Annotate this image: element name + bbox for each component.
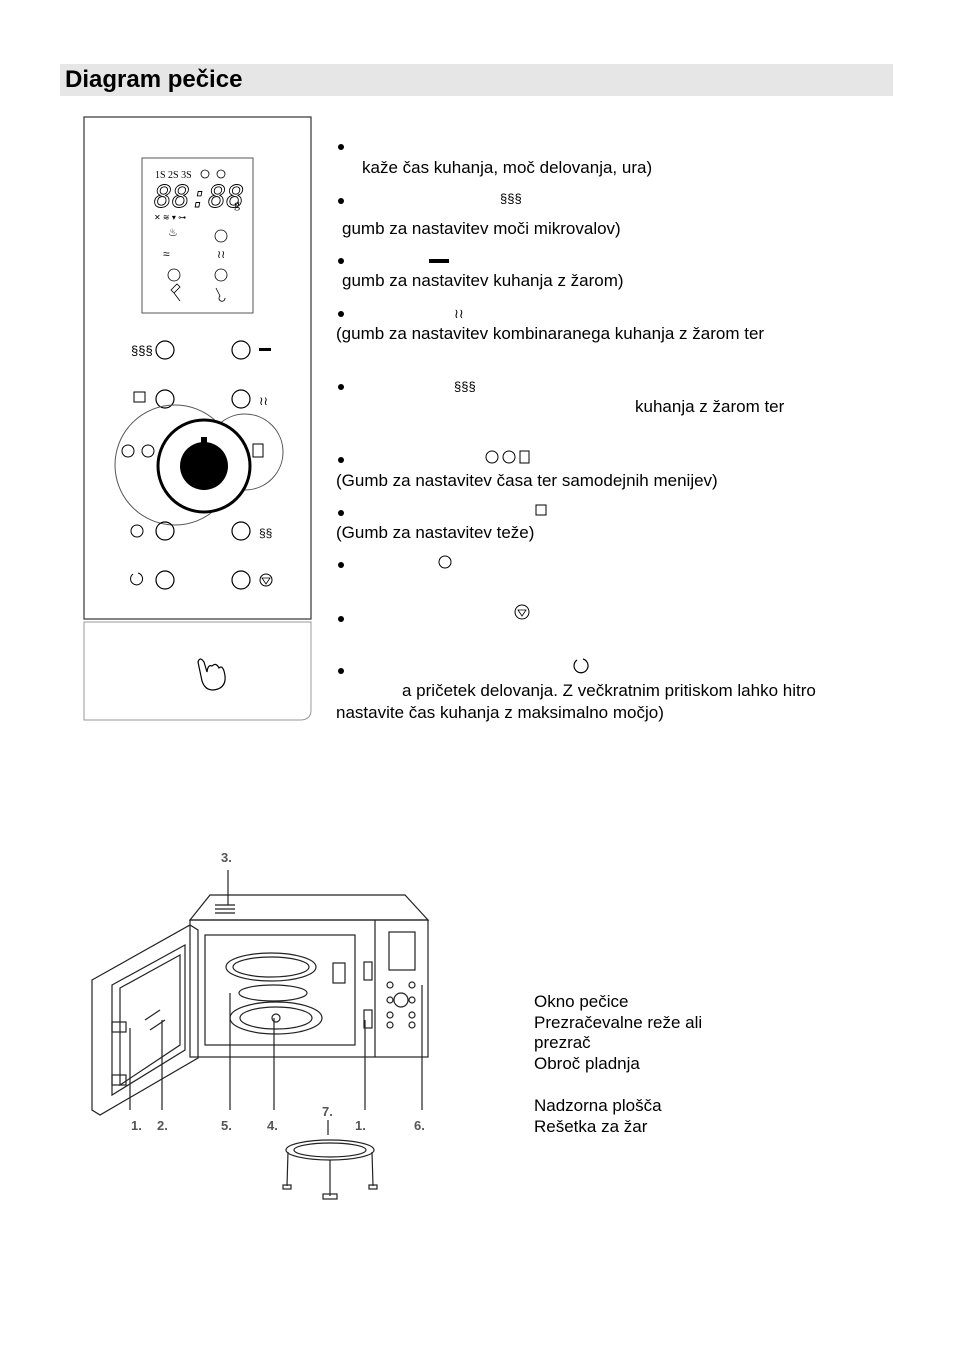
drumstick-icon bbox=[170, 283, 181, 302]
steam-icon: ≀≀ bbox=[217, 249, 225, 261]
legend-item: prezrač bbox=[534, 1033, 591, 1052]
clock-button bbox=[155, 521, 175, 541]
label-4: 4. bbox=[267, 1118, 278, 1133]
desc-clock-menu: (Gumb za nastavitev časa ter samodejnih … bbox=[336, 471, 718, 490]
bullet bbox=[338, 384, 344, 390]
start-icon bbox=[130, 572, 144, 586]
desc-microwave: gumb za nastavitev moči mikrovalov) bbox=[342, 219, 621, 238]
bullet bbox=[338, 668, 344, 674]
panel-frame bbox=[83, 116, 312, 620]
door-open-area bbox=[83, 621, 312, 721]
bullet bbox=[338, 311, 344, 317]
inline-combi-2-icon: §§§ bbox=[454, 379, 476, 394]
display-window bbox=[141, 157, 254, 314]
skewer-icon bbox=[215, 287, 226, 302]
stop-button bbox=[231, 570, 251, 590]
title-bar: Diagram pečice bbox=[60, 64, 893, 96]
display-top-labels: 1S 2S 3S bbox=[155, 170, 192, 181]
page-title: Diagram pečice bbox=[65, 66, 243, 93]
grill-icon bbox=[259, 348, 271, 351]
soup-icon: ♨ bbox=[168, 227, 178, 239]
grill-button bbox=[231, 340, 251, 360]
inline-microwave-icon: §§§ bbox=[500, 191, 522, 206]
oven-display bbox=[388, 931, 416, 971]
legend-item: Rešetka za žar bbox=[534, 1117, 648, 1136]
label-6: 6. bbox=[414, 1118, 425, 1133]
legend-item: Obroč pladnja bbox=[534, 1054, 640, 1073]
fish-icon: ≈ bbox=[163, 247, 170, 261]
inline-clock-set-icon bbox=[438, 555, 452, 569]
combi-2-icon: §§ bbox=[259, 526, 272, 540]
desc-combi-1: (gumb za nastavitev kombinaranega kuhanj… bbox=[336, 324, 765, 343]
pizza-icon bbox=[167, 268, 181, 282]
desc-display: kaže čas kuhanja, moč delovanja, ura) bbox=[362, 158, 653, 177]
display-digits: 88:88 bbox=[154, 180, 244, 215]
inline-start-icon bbox=[573, 658, 589, 674]
desc-combi-2: kuhanja z žarom ter bbox=[635, 397, 785, 416]
desc-grill: gumb za nastavitev kuhanja z žarom) bbox=[342, 271, 624, 290]
combi-2-button bbox=[231, 521, 251, 541]
inline-weight-icon bbox=[535, 504, 547, 516]
inline-timer-icon bbox=[502, 450, 516, 464]
inline-clock-icon bbox=[485, 450, 499, 464]
clock-set-icon bbox=[130, 524, 144, 538]
oven-illustration bbox=[91, 870, 430, 1200]
dial-pointer bbox=[201, 437, 207, 449]
legend-item: Okno pečice bbox=[534, 992, 629, 1011]
pizza-2-icon bbox=[214, 268, 228, 282]
microwave-power-icon: §§§ bbox=[131, 343, 153, 358]
potato-icon bbox=[214, 229, 228, 243]
bullet bbox=[338, 562, 344, 568]
bullet bbox=[338, 510, 344, 516]
label-1b: 1. bbox=[355, 1118, 366, 1133]
label-5: 5. bbox=[221, 1118, 232, 1133]
clock-icon bbox=[121, 444, 135, 458]
display-mode-icons: ✕ ≋ ▾ ⊶ bbox=[154, 213, 186, 222]
inline-stop-icon bbox=[514, 604, 530, 620]
inline-auto-menu-icon bbox=[519, 450, 530, 464]
timer-small-icon bbox=[216, 169, 226, 179]
legend-item: Nadzorna plošča bbox=[534, 1096, 662, 1115]
inline-grill-icon bbox=[429, 259, 449, 263]
label-1: 1. bbox=[131, 1118, 142, 1133]
display-unit: g bbox=[234, 197, 240, 211]
timer-icon bbox=[141, 444, 155, 458]
weight-button bbox=[155, 389, 175, 409]
inline-combi-1-icon: ≀≀ bbox=[454, 306, 464, 321]
desc-start-2: nastavite čas kuhanja z maksimalno močjo… bbox=[336, 703, 664, 722]
combi-1-button bbox=[231, 389, 251, 409]
bullet bbox=[338, 258, 344, 264]
stop-icon bbox=[259, 573, 273, 587]
desc-weight: (Gumb za nastavitev teže) bbox=[336, 523, 535, 542]
microwave-button bbox=[155, 340, 175, 360]
weight-icon bbox=[133, 391, 146, 403]
bullet bbox=[338, 198, 344, 204]
start-button bbox=[155, 570, 175, 590]
bullet bbox=[338, 457, 344, 463]
label-7: 7. bbox=[322, 1104, 333, 1119]
clock-small-icon bbox=[200, 169, 210, 179]
bullet bbox=[338, 616, 344, 622]
legend-item: Prezračevalne reže ali bbox=[534, 1013, 703, 1032]
bullet bbox=[338, 144, 344, 150]
auto-menu-icon bbox=[252, 443, 264, 458]
label-3: 3. bbox=[221, 850, 232, 865]
label-2: 2. bbox=[157, 1118, 168, 1133]
desc-start-1: a pričetek delovanja. Z večkratnim priti… bbox=[402, 681, 816, 700]
dial-knob bbox=[180, 442, 228, 490]
combi-1-icon: ≀≀ bbox=[259, 394, 268, 408]
door-open-hand-icon bbox=[197, 658, 226, 691]
